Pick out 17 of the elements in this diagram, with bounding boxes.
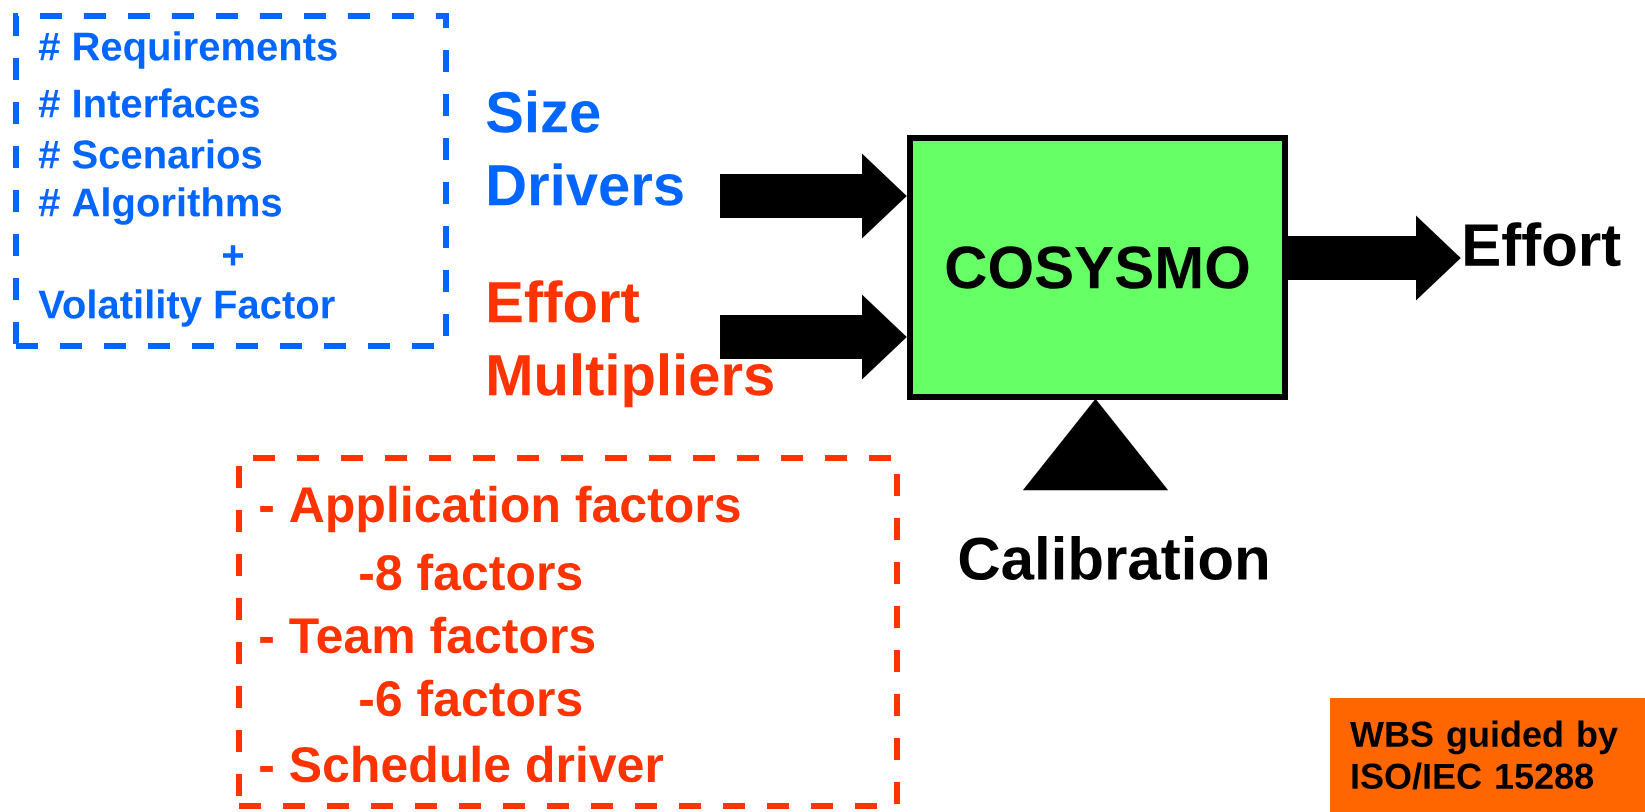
list-text: # Requirements (38, 31, 337, 69)
list-text: -6 factors (360, 679, 582, 717)
list-text: # Algorithms (38, 187, 281, 225)
caption-text: Calibration (959, 536, 1267, 581)
label-text: Size Drivers (486, 90, 683, 206)
list-text: # Interfaces (38, 88, 259, 118)
model-box: COSYSMO (907, 135, 1288, 400)
list-text: Volatility Factor (38, 289, 335, 327)
list-text: - Application factors (260, 485, 740, 533)
list-text: # Scenarios (38, 139, 262, 169)
label-text: Effort Multipliers (489, 280, 773, 408)
list-text: + (223, 245, 244, 266)
list-text: - Team factors (260, 616, 595, 654)
list-text: - Schedule driver (260, 745, 664, 783)
list-text: -8 factors (360, 553, 582, 591)
note-box: WBS guided by ISO/IEC 15288 (1330, 698, 1645, 812)
label-text: Effort (1465, 222, 1621, 267)
